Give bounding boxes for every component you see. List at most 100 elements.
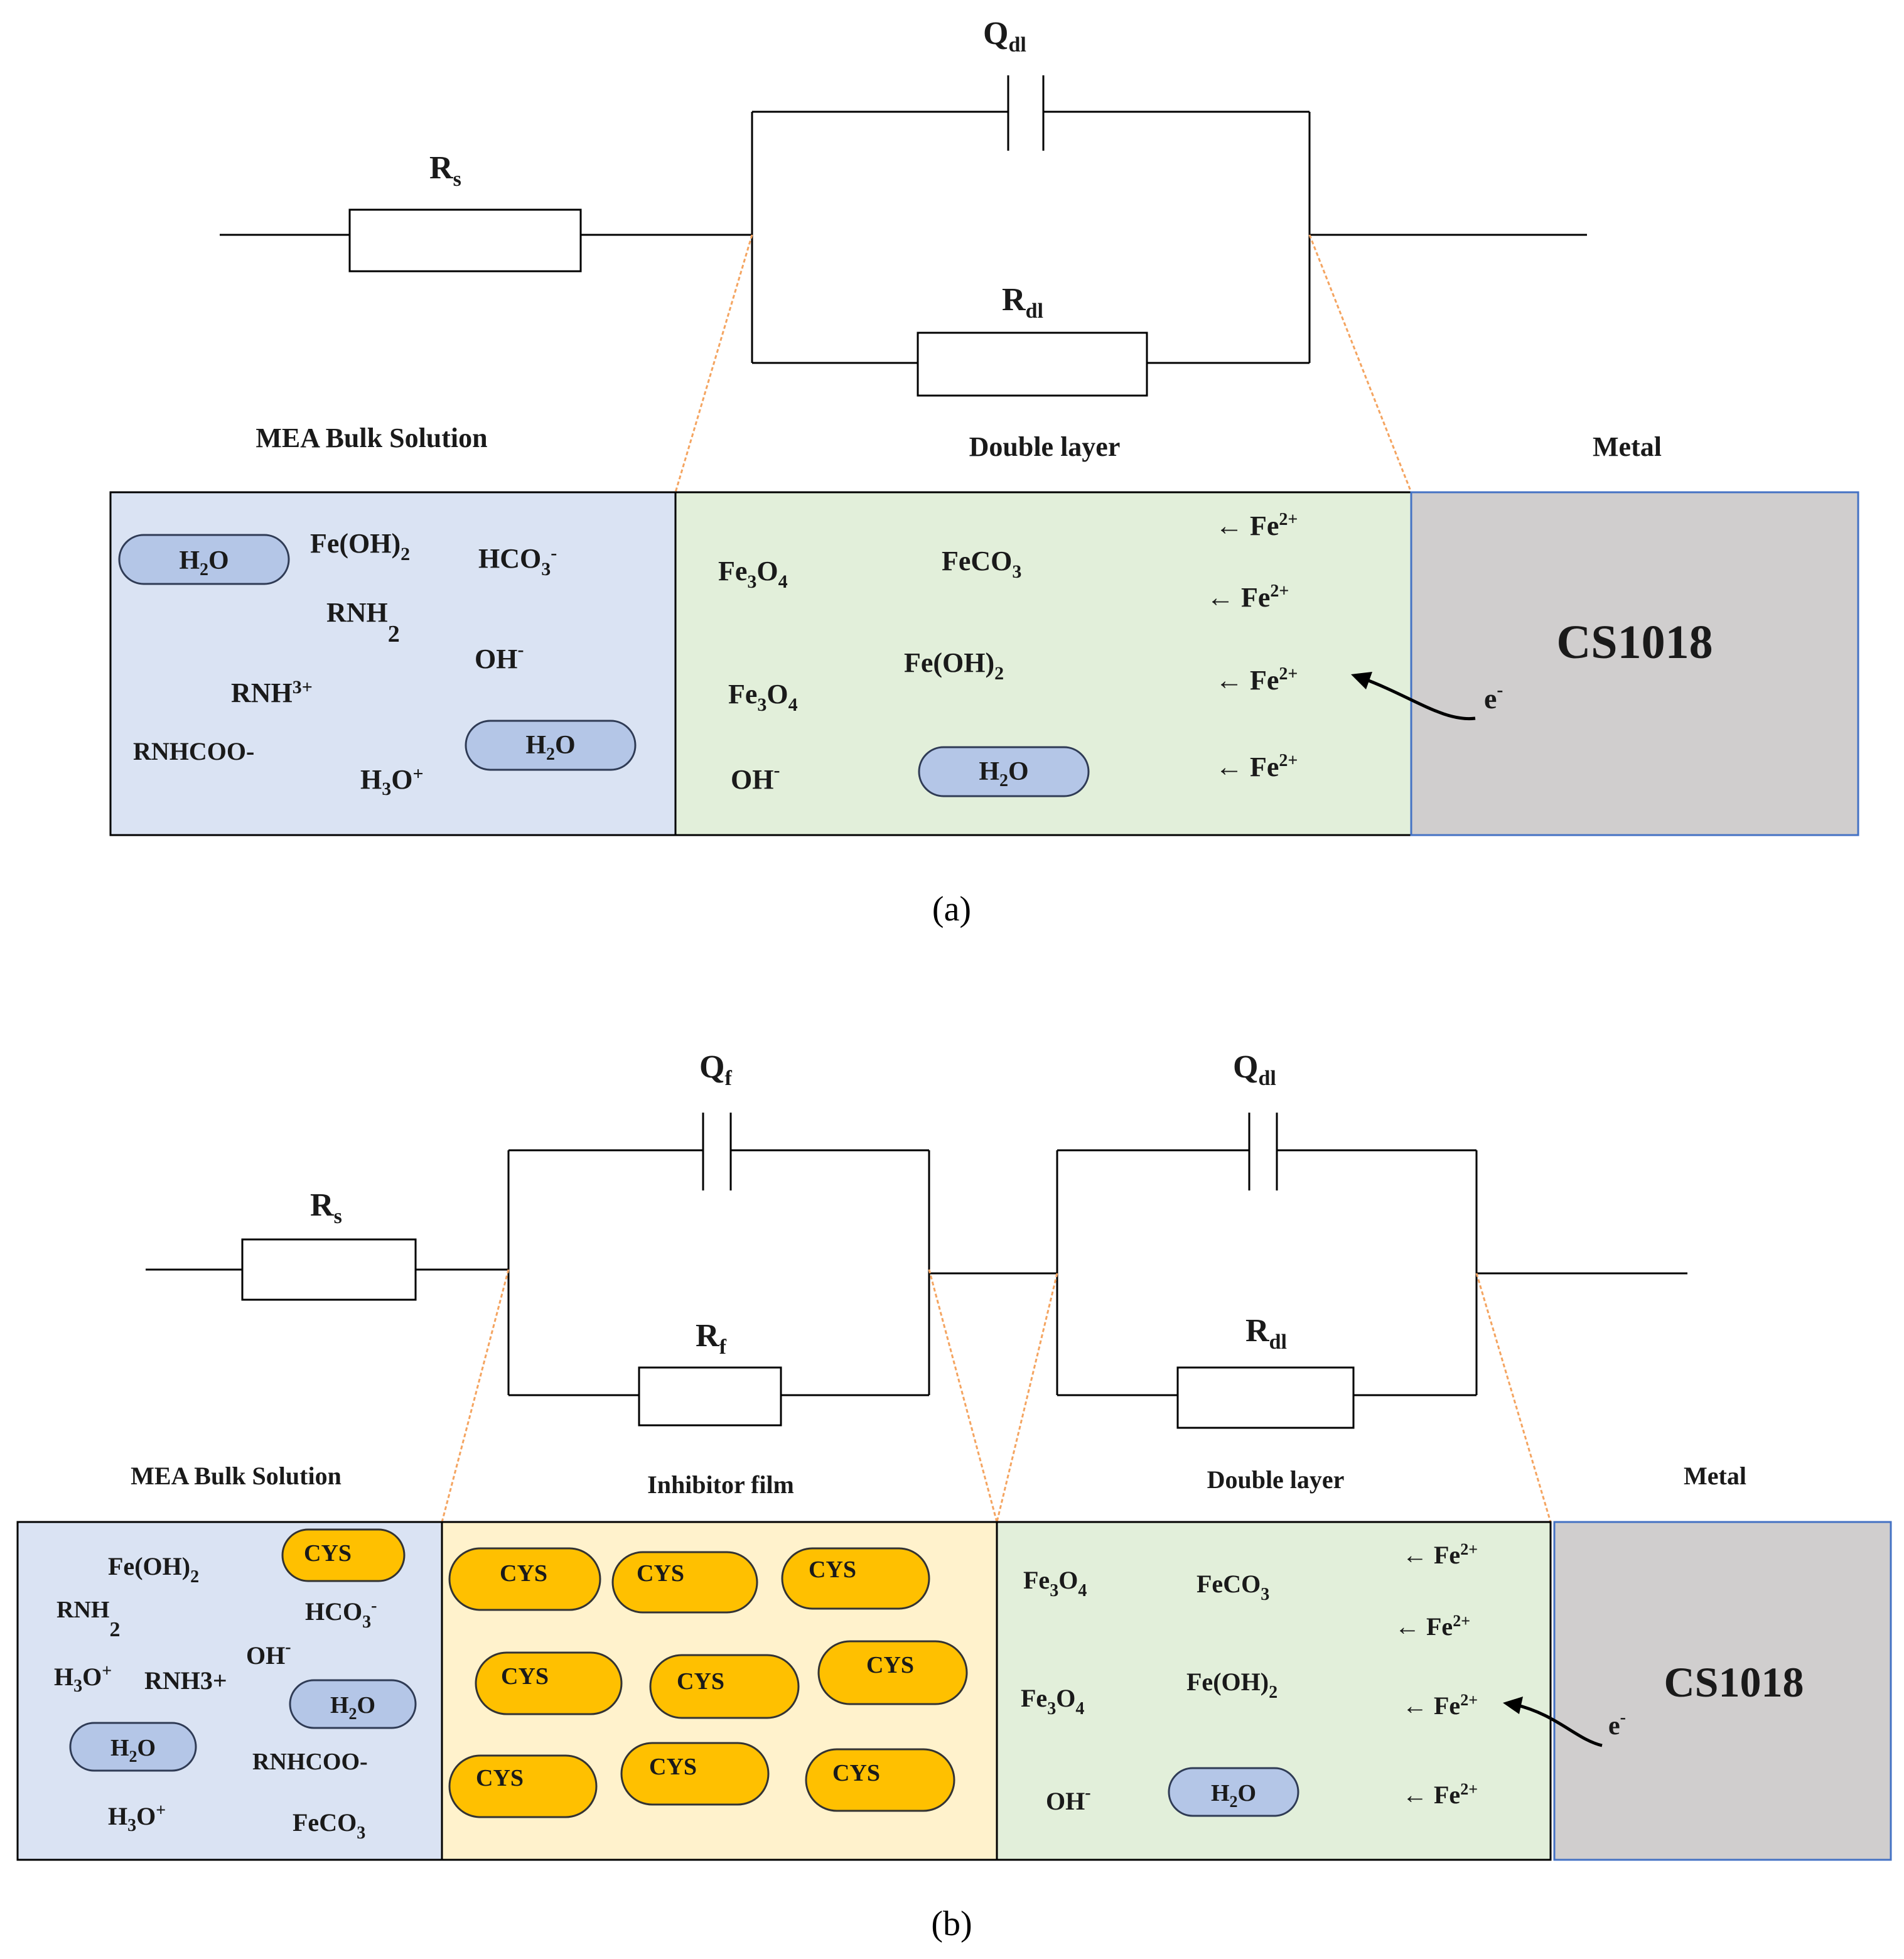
svg-text:CYS: CYS — [649, 1754, 697, 1780]
svg-text:← Fe2+: ← Fe2+ — [1402, 1780, 1478, 1809]
svg-text:OH-: OH- — [475, 639, 524, 674]
label-qdl-a: Qdl — [983, 16, 1026, 57]
cys-pill — [620, 1742, 770, 1806]
h2o-pill — [289, 1679, 417, 1729]
panel-a: Rs Qdl Rdl MEA Bulk Solution Double laye… — [109, 16, 1859, 929]
heading-bulk-a: MEA Bulk Solution — [255, 423, 487, 453]
svg-text:Fe(OH)2: Fe(OH)2 — [904, 647, 1004, 684]
svg-text:H3O+: H3O+ — [360, 764, 424, 799]
svg-text:Fe(OH)2: Fe(OH)2 — [310, 528, 410, 564]
inhibitor-film-species-b: CYS CYS CYS CYS CYS CYS CYS CYS CYS — [448, 1547, 968, 1818]
svg-text:e-: e- — [1608, 1708, 1626, 1740]
metal-name-a: CS1018 — [1556, 616, 1713, 669]
svg-text:e-: e- — [1484, 679, 1503, 715]
svg-text:Fe3O4: Fe3O4 — [728, 679, 798, 715]
heading-inhibitor-b: Inhibitor film — [647, 1471, 794, 1499]
label-qf-b: Qf — [699, 1049, 732, 1090]
cys-pill — [781, 1547, 930, 1610]
svg-text:OH-: OH- — [1046, 1783, 1091, 1815]
heading-metal-a: Metal — [1593, 431, 1662, 462]
svg-text:H2O: H2O — [1211, 1780, 1256, 1811]
svg-text:CYS: CYS — [832, 1760, 880, 1786]
svg-text:CYS: CYS — [809, 1557, 856, 1583]
cys-pill — [448, 1547, 601, 1611]
h2o-pill — [1168, 1767, 1299, 1817]
caption-a: (a) — [932, 890, 971, 929]
svg-text:RNH2: RNH2 — [326, 597, 400, 647]
double-layer-species-b: Fe3O4 FeCO3 Fe(OH)2 Fe3O4 OH- H2O ← Fe2+… — [1021, 1540, 1478, 1817]
cys-pill — [475, 1651, 623, 1715]
cys-pill — [817, 1640, 968, 1705]
label-rf-b: Rf — [696, 1318, 727, 1359]
metal-name-b: CS1018 — [1664, 1658, 1804, 1706]
svg-text:RNH3+: RNH3+ — [231, 677, 313, 708]
svg-text:CYS: CYS — [677, 1668, 724, 1695]
svg-text:H2O: H2O — [525, 731, 575, 764]
svg-text:FeCO3: FeCO3 — [942, 546, 1021, 582]
resistor-rdl-b — [1176, 1366, 1355, 1429]
svg-text:CYS: CYS — [304, 1540, 352, 1567]
circuit-a: Rs Qdl Rdl — [220, 16, 1587, 397]
svg-text:CYS: CYS — [866, 1652, 914, 1678]
svg-text:HCO3-: HCO3- — [478, 542, 557, 580]
label-rdl-a: Rdl — [1002, 282, 1043, 323]
svg-text:← Fe2+: ← Fe2+ — [1402, 1691, 1478, 1720]
cys-pill — [281, 1528, 406, 1582]
svg-text:H3O+: H3O+ — [108, 1801, 166, 1835]
svg-text:H2O: H2O — [110, 1735, 156, 1766]
svg-text:← Fe2+: ← Fe2+ — [1207, 581, 1289, 613]
svg-text:RNHCOO-: RNHCOO- — [252, 1749, 368, 1775]
svg-text:Fe3O4: Fe3O4 — [1021, 1684, 1084, 1719]
label-rs-a: Rs — [429, 150, 461, 191]
cys-pill — [649, 1654, 800, 1719]
svg-text:Fe3O4: Fe3O4 — [1023, 1566, 1087, 1600]
label-rs-b: Rs — [310, 1187, 342, 1228]
heading-double-layer-a: Double layer — [969, 431, 1121, 462]
svg-text:Fe3O4: Fe3O4 — [718, 556, 788, 592]
h2o-pill — [118, 534, 290, 585]
svg-text:← Fe2+: ← Fe2+ — [1395, 1612, 1470, 1641]
svg-text:RNH2: RNH2 — [56, 1597, 120, 1641]
svg-text:← Fe2+: ← Fe2+ — [1215, 664, 1298, 696]
label-qdl-b: Qdl — [1233, 1049, 1276, 1090]
svg-text:H2O: H2O — [179, 546, 229, 580]
circuit-b: Rs Qf Rf Qdl Rdl — [146, 1049, 1687, 1429]
cys-pill — [448, 1754, 598, 1818]
svg-text:← Fe2+: ← Fe2+ — [1215, 751, 1298, 782]
metal-box-a — [1410, 491, 1859, 836]
svg-text:CYS: CYS — [501, 1663, 549, 1690]
svg-text:FeCO3: FeCO3 — [1197, 1570, 1269, 1604]
svg-text:CYS: CYS — [500, 1560, 547, 1587]
svg-text:OH-: OH- — [731, 760, 780, 795]
svg-text:H2O: H2O — [979, 757, 1028, 791]
metal-box-b — [1553, 1521, 1892, 1861]
resistor-rf-b — [638, 1366, 782, 1427]
svg-text:CYS: CYS — [637, 1560, 684, 1587]
h2o-pill — [69, 1722, 197, 1772]
bulk-species-a: H2O Fe(OH)2 HCO3- RNH2 OH- RNH3+ RNHCOO-… — [118, 528, 637, 799]
h2o-pill — [918, 746, 1090, 797]
double-layer-species-a: Fe3O4 FeCO3 Fe(OH)2 Fe3O4 OH- H2O ← Fe2+… — [718, 510, 1298, 797]
h2o-pill — [465, 720, 637, 771]
electron-arrow-b: e- — [1503, 1697, 1626, 1747]
svg-text:OH-: OH- — [246, 1638, 291, 1670]
svg-text:← Fe2+: ← Fe2+ — [1402, 1540, 1478, 1569]
electron-arrow-a: e- — [1351, 672, 1503, 721]
caption-b: (b) — [931, 1904, 972, 1943]
heading-double-layer-b: Double layer — [1207, 1465, 1345, 1494]
svg-text:CYS: CYS — [476, 1765, 524, 1791]
svg-text:Fe(OH)2: Fe(OH)2 — [1186, 1668, 1277, 1702]
svg-text:H3O+: H3O+ — [54, 1661, 112, 1696]
svg-text:H2O: H2O — [330, 1692, 375, 1723]
svg-text:HCO3-: HCO3- — [305, 1596, 377, 1632]
panel-b: Rs Qf Rf Qdl Rdl MEA Bulk Solution Inhib… — [16, 1049, 1892, 1943]
label-rdl-b: Rdl — [1245, 1313, 1287, 1354]
svg-text:Fe(OH)2: Fe(OH)2 — [108, 1552, 199, 1587]
cys-pill — [611, 1551, 758, 1614]
resistor-rs-b — [241, 1238, 417, 1301]
svg-text:RNH3+: RNH3+ — [144, 1666, 227, 1695]
heading-metal-b: Metal — [1684, 1462, 1746, 1490]
bulk-species-b: Fe(OH)2 CYS RNH2 HCO3- OH- H3O+ RNH3+ H2… — [54, 1528, 417, 1843]
resistor-rdl-a — [917, 332, 1148, 397]
